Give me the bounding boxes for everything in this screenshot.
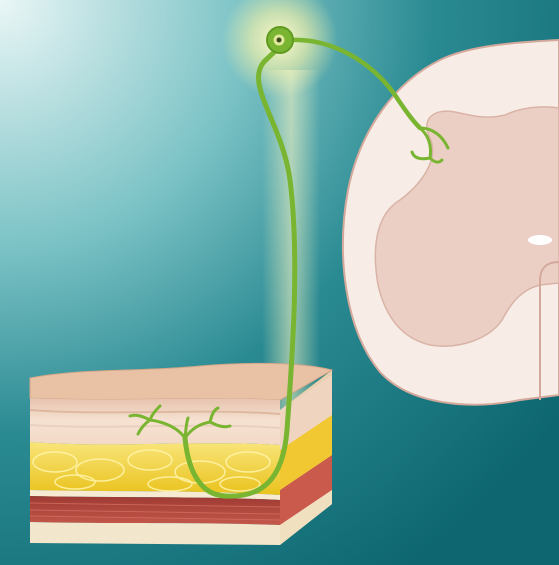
central-canal <box>528 235 552 245</box>
skin-block-icon <box>30 363 332 545</box>
deep-fascia <box>30 522 280 545</box>
neuron-nucleolus <box>277 38 282 43</box>
